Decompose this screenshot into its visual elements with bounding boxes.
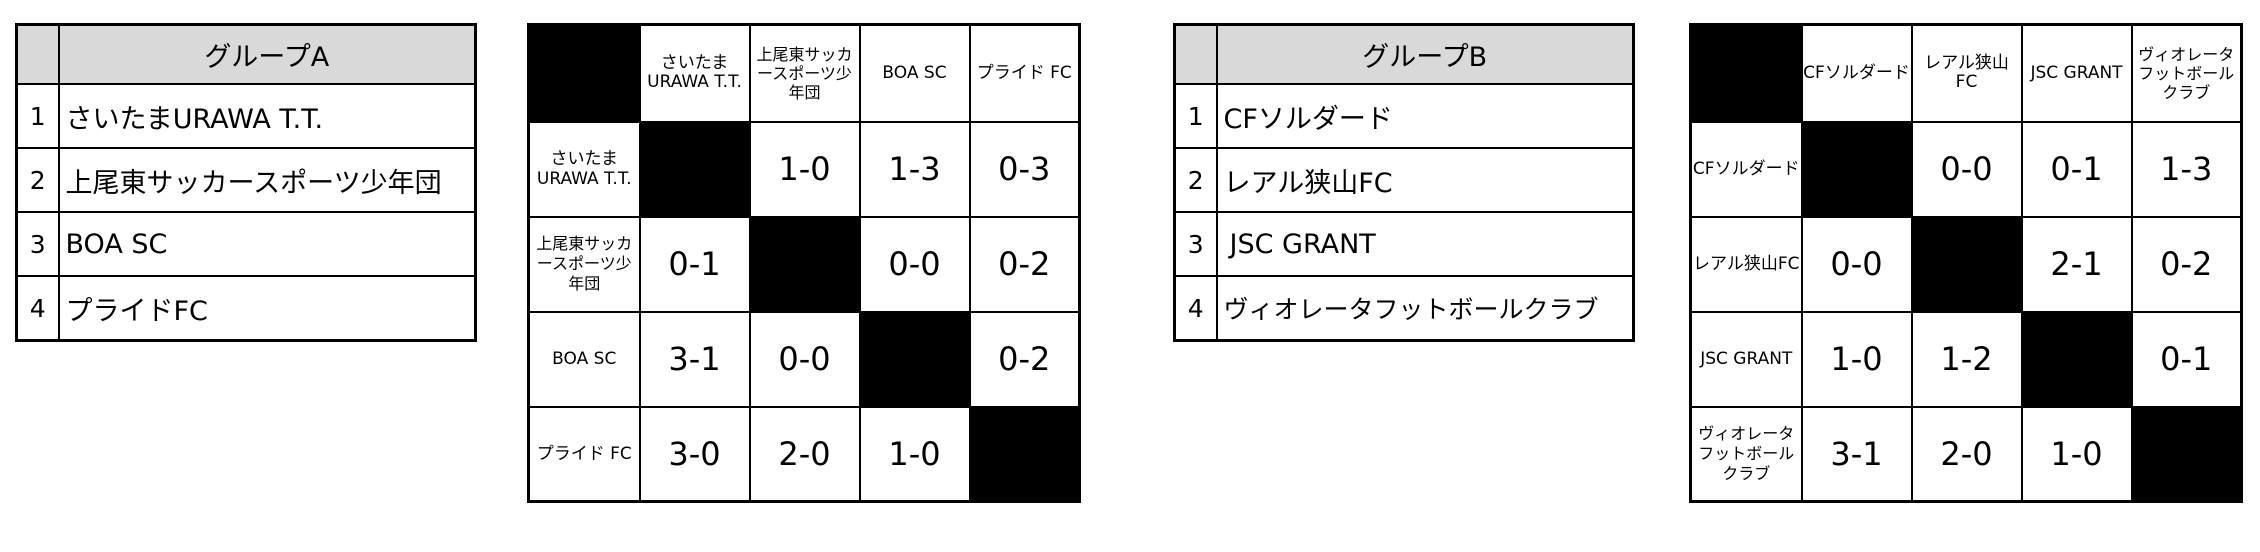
self-match-cell	[968, 405, 1081, 503]
self-match-cell	[2130, 405, 2243, 503]
score-cell: 1-0	[1800, 310, 1913, 408]
table-row: さいたま URAWA T.T. 1-0 1-3 0-3	[527, 120, 1081, 218]
score-cell: 1-2	[1910, 310, 2023, 408]
score-cell: 0-2	[968, 310, 1081, 408]
score-cell: 1-3	[2130, 120, 2243, 218]
table-row: ヴィオレータフットボールクラブ 3-1 2-0 1-0	[1689, 405, 2243, 503]
team-number: 2	[1173, 147, 1218, 213]
row-header: JSC GRANT	[1689, 310, 1803, 408]
team-name: 上尾東サッカースポーツ少年団	[57, 147, 477, 213]
score-cell: 0-0	[1910, 120, 2023, 218]
score-cell: 0-2	[2130, 215, 2243, 313]
list-item: 4 プライドFC	[15, 275, 477, 342]
self-match-cell	[858, 310, 971, 408]
team-name: BOA SC	[57, 211, 477, 277]
group-a-header-corner	[15, 23, 60, 85]
table-row: BOA SC 3-1 0-0 0-2	[527, 310, 1081, 408]
team-number: 4	[15, 275, 60, 342]
self-match-cell	[1910, 215, 2023, 313]
team-name: プライドFC	[57, 275, 477, 342]
score-cell: 0-2	[968, 215, 1081, 313]
row-header: レアル狭山FC	[1689, 215, 1803, 313]
group-a-title: グループA	[57, 23, 477, 85]
list-item: 2 上尾東サッカースポーツ少年団	[15, 147, 477, 213]
matrix-corner	[527, 23, 641, 123]
team-name: CFソルダード	[1215, 83, 1635, 149]
row-header: BOA SC	[527, 310, 641, 408]
list-item: 3 BOA SC	[15, 211, 477, 277]
column-header: CFソルダード	[1800, 23, 1913, 123]
team-number: 1	[15, 83, 60, 149]
score-cell: 3-0	[638, 405, 751, 503]
row-header: さいたま URAWA T.T.	[527, 120, 641, 218]
column-header: ヴィオレータフットボールクラブ	[2130, 23, 2243, 123]
score-cell: 0-0	[1800, 215, 1913, 313]
row-header: CFソルダード	[1689, 120, 1803, 218]
column-header: BOA SC	[858, 23, 971, 123]
team-number: 2	[15, 147, 60, 213]
table-row: プライド FC 3-0 2-0 1-0	[527, 405, 1081, 503]
group-b-team-list: グループB 1 CFソルダード 2 レアル狭山FC 3 JSC GRANT 4 …	[1173, 23, 1635, 342]
score-cell: 0-1	[2130, 310, 2243, 408]
score-cell: 2-0	[748, 405, 861, 503]
group-b-header-corner	[1173, 23, 1218, 85]
column-header: さいたま URAWA T.T.	[638, 23, 751, 123]
self-match-cell	[2020, 310, 2133, 408]
list-item: 3 JSC GRANT	[1173, 211, 1635, 277]
team-name: さいたまURAWA T.T.	[57, 83, 477, 149]
score-cell: 0-1	[2020, 120, 2133, 218]
matrix-corner	[1689, 23, 1803, 123]
team-number: 1	[1173, 83, 1218, 149]
team-number: 4	[1173, 275, 1218, 342]
column-header: JSC GRANT	[2020, 23, 2133, 123]
table-row: レアル狭山FC 0-0 2-1 0-2	[1689, 215, 2243, 313]
group-a-team-list: グループA 1 さいたまURAWA T.T. 2 上尾東サッカースポーツ少年団 …	[15, 23, 477, 342]
score-cell: 1-3	[858, 120, 971, 218]
score-cell: 0-0	[748, 310, 861, 408]
group-a-results-matrix: さいたま URAWA T.T. 上尾東サッカースポーツ少年団 BOA SC プラ…	[527, 23, 1081, 503]
table-row: 上尾東サッカースポーツ少年団 0-1 0-0 0-2	[527, 215, 1081, 313]
score-cell: 0-3	[968, 120, 1081, 218]
self-match-cell	[1800, 120, 1913, 218]
score-cell: 0-0	[858, 215, 971, 313]
group-b-title: グループB	[1215, 23, 1635, 85]
team-name: ヴィオレータフットボールクラブ	[1215, 275, 1635, 342]
score-cell: 3-1	[1800, 405, 1913, 503]
row-header: プライド FC	[527, 405, 641, 503]
self-match-cell	[638, 120, 751, 218]
team-name: レアル狭山FC	[1215, 147, 1635, 213]
team-name: JSC GRANT	[1215, 211, 1635, 277]
column-header: 上尾東サッカースポーツ少年団	[748, 23, 861, 123]
team-number: 3	[15, 211, 60, 277]
score-cell: 1-0	[2020, 405, 2133, 503]
column-header: プライド FC	[968, 23, 1081, 123]
column-header: レアル狭山 FC	[1910, 23, 2023, 123]
list-item: 1 CFソルダード	[1173, 83, 1635, 149]
team-number: 3	[1173, 211, 1218, 277]
list-item: 1 さいたまURAWA T.T.	[15, 83, 477, 149]
score-cell: 0-1	[638, 215, 751, 313]
table-row: CFソルダード 0-0 0-1 1-3	[1689, 120, 2243, 218]
list-item: 2 レアル狭山FC	[1173, 147, 1635, 213]
table-row: JSC GRANT 1-0 1-2 0-1	[1689, 310, 2243, 408]
score-cell: 1-0	[748, 120, 861, 218]
row-header: 上尾東サッカースポーツ少年団	[527, 215, 641, 313]
score-cell: 3-1	[638, 310, 751, 408]
score-cell: 2-1	[2020, 215, 2133, 313]
score-cell: 2-0	[1910, 405, 2023, 503]
self-match-cell	[748, 215, 861, 313]
row-header: ヴィオレータフットボールクラブ	[1689, 405, 1803, 503]
group-b-results-matrix: CFソルダード レアル狭山 FC JSC GRANT ヴィオレータフットボールク…	[1689, 23, 2243, 503]
score-cell: 1-0	[858, 405, 971, 503]
list-item: 4 ヴィオレータフットボールクラブ	[1173, 275, 1635, 342]
